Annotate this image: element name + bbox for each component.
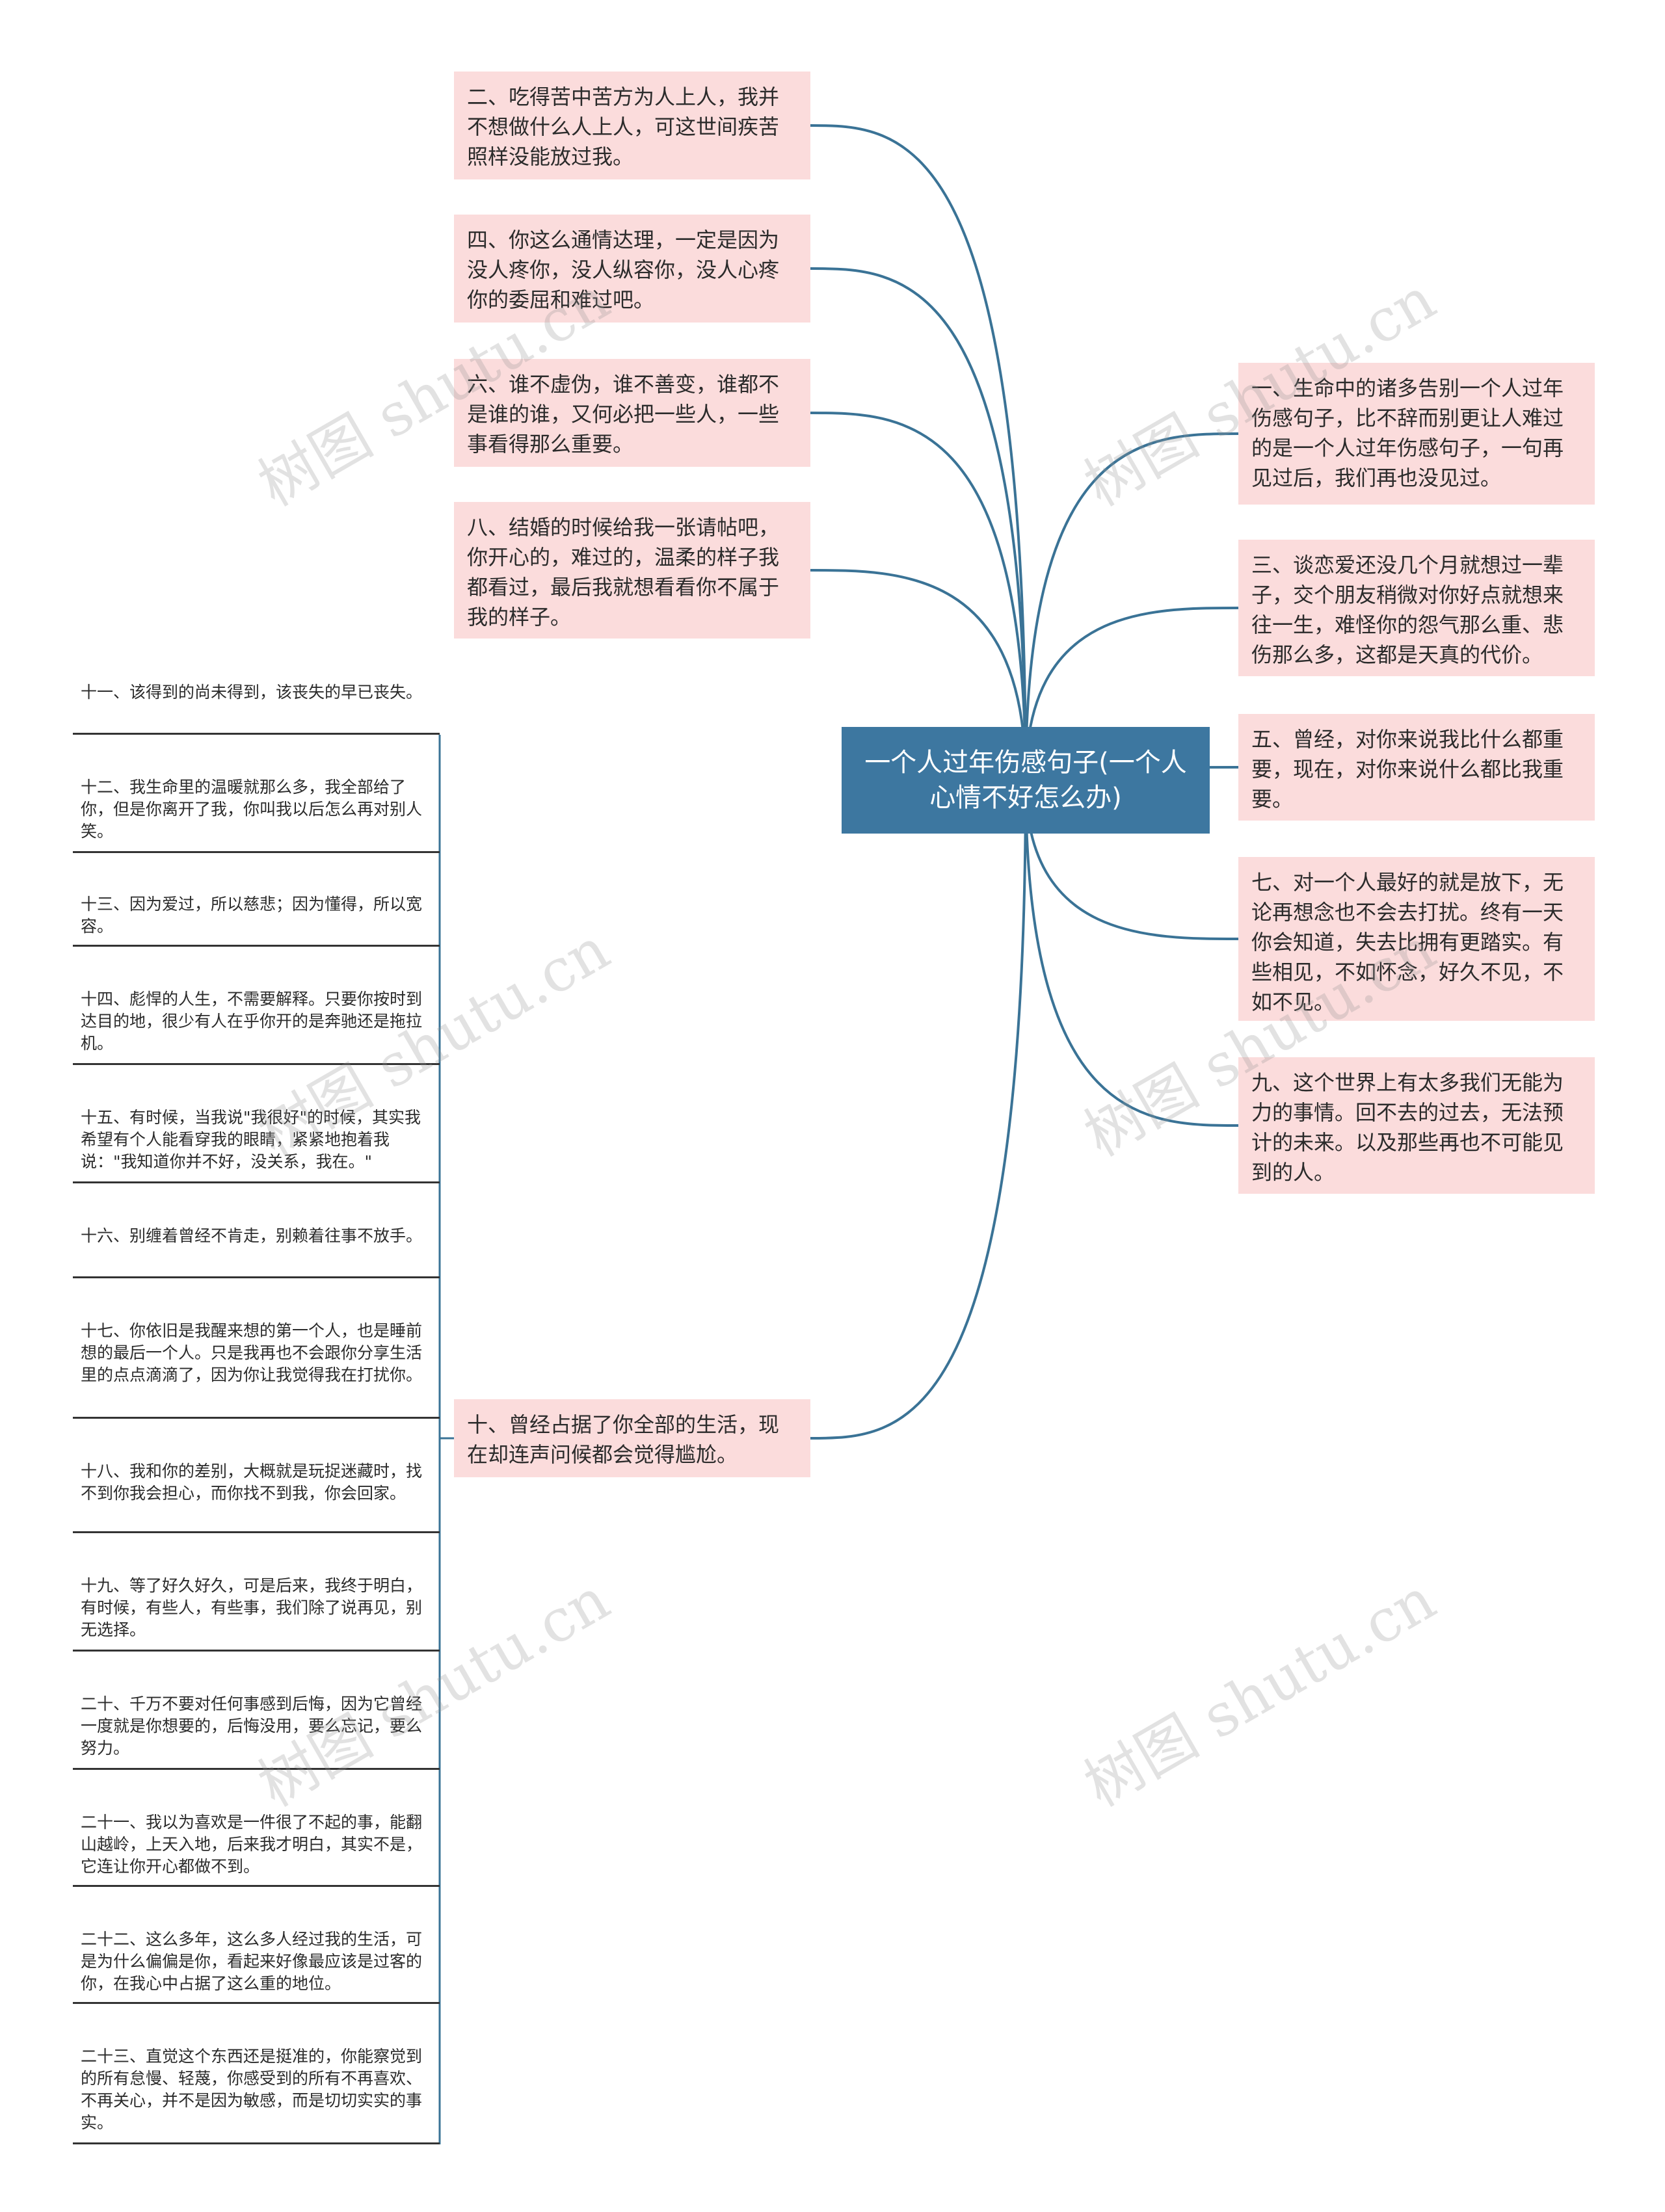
branch-node[interactable]: 三、谈恋爱还没几个月就想过一辈子，交个朋友稍微对你好点就想来往一生，难怪你的怨气… — [1238, 540, 1595, 676]
leaf-node[interactable]: 十四、彪悍的人生，不需要解释。只要你按时到达目的地，很少有人在乎你开的是奔驰还是… — [73, 983, 431, 1065]
central-topic-label: 一个人过年伤感句子(一个人心情不好怎么办) — [864, 748, 1187, 813]
leaf-node[interactable]: 十三、因为爱过，所以慈悲；因为懂得，所以宽容。 — [73, 888, 431, 947]
leaf-node[interactable]: 十九、等了好久好久，可是后来，我终于明白，有时候，有些人，有些事，我们除了说再见… — [73, 1570, 431, 1652]
connector-right — [1024, 607, 1239, 781]
leaf-node[interactable]: 二十二、这么多年，这么多人经过我的生活，可是为什么偏偏是你，看起来好像最应该是过… — [73, 1923, 431, 2004]
leaf-node[interactable]: 二十三、直觉这个东西还是挺准的，你能察觉到的所有怠慢、轻蔑，你感受到的所有不再喜… — [73, 2040, 431, 2144]
leaf-node[interactable]: 二十一、我以为喜欢是一件很了不起的事，能翻山越岭，上天入地，后来我才明白，其实不… — [73, 1806, 431, 1887]
connector-left — [810, 780, 1027, 1440]
connector-right — [1024, 780, 1239, 940]
connector-right — [1024, 432, 1239, 781]
branch-node[interactable]: 一、生命中的诸多告别一个人过年伤感句子，比不辞而别更让人难过的是一个人过年伤感句… — [1238, 363, 1595, 505]
branch-node[interactable]: 八、结婚的时候给我一张请帖吧，你开心的，难过的，温柔的样子我都看过，最后我就想看… — [454, 502, 810, 639]
branch-node[interactable]: 五、曾经，对你来说我比什么都重要，现在，对你来说什么都比我重要。 — [1238, 714, 1595, 821]
leaf-node[interactable]: 十六、别缠着曾经不肯走，别赖着往事不放手。 — [73, 1220, 431, 1278]
connector-left — [810, 569, 1027, 781]
branch-node-ten[interactable]: 十、曾经占据了你全部的生活，现在却连声问候都会觉得尴尬。 — [454, 1399, 810, 1477]
leaf-node[interactable]: 二十、千万不要对任何事感到后悔，因为它曾经一度就是你想要的，后悔没用，要么忘记，… — [73, 1688, 431, 1770]
leaf-node[interactable]: 十五、有时候，当我说"我很好"的时候，其实我希望有个人能看穿我的眼睛，紧紧地抱着… — [73, 1101, 431, 1183]
branch-node[interactable]: 九、这个世界上有太多我们无能为力的事情。回不去的过去，无法预计的未来。以及那些再… — [1238, 1057, 1595, 1194]
leaf-node[interactable]: 十八、我和你的差别，大概就是玩捉迷藏时，找不到你我会担心，而你找不到我，你会回家… — [73, 1455, 431, 1533]
branch-node[interactable]: 七、对一个人最好的就是放下，无论再想念也不会去打扰。终有一天你会知道，失去比拥有… — [1238, 857, 1595, 1021]
leaf-node[interactable]: 十二、我生命里的温暖就那么多，我全部给了你，但是你离开了我，你叫我以后怎么再对别… — [73, 771, 431, 853]
branch-node[interactable]: 二、吃得苦中苦方为人上人，我并不想做什么人上人，可这世间疾苦照样没能放过我。 — [454, 72, 810, 179]
connector-left — [810, 124, 1027, 781]
branch-node[interactable]: 四、你这么通情达理，一定是因为没人疼你，没人纵容你，没人心疼你的委屈和难过吧。 — [454, 215, 810, 323]
central-topic[interactable]: 一个人过年伤感句子(一个人心情不好怎么办) — [842, 727, 1210, 834]
leaf-node[interactable]: 十七、你依旧是我醒来想的第一个人，也是睡前想的最后一个人。只是我再也不会跟你分享… — [73, 1315, 431, 1419]
connector-right — [1024, 780, 1239, 1127]
leaf-node[interactable]: 十一、该得到的尚未得到，该丧失的早已丧失。 — [73, 676, 431, 735]
connector-left — [810, 412, 1027, 781]
branch-node[interactable]: 六、谁不虚伪，谁不善变，谁都不是谁的谁，又何必把一些人，一些事看得那么重要。 — [454, 359, 810, 467]
connector-left — [810, 267, 1027, 781]
